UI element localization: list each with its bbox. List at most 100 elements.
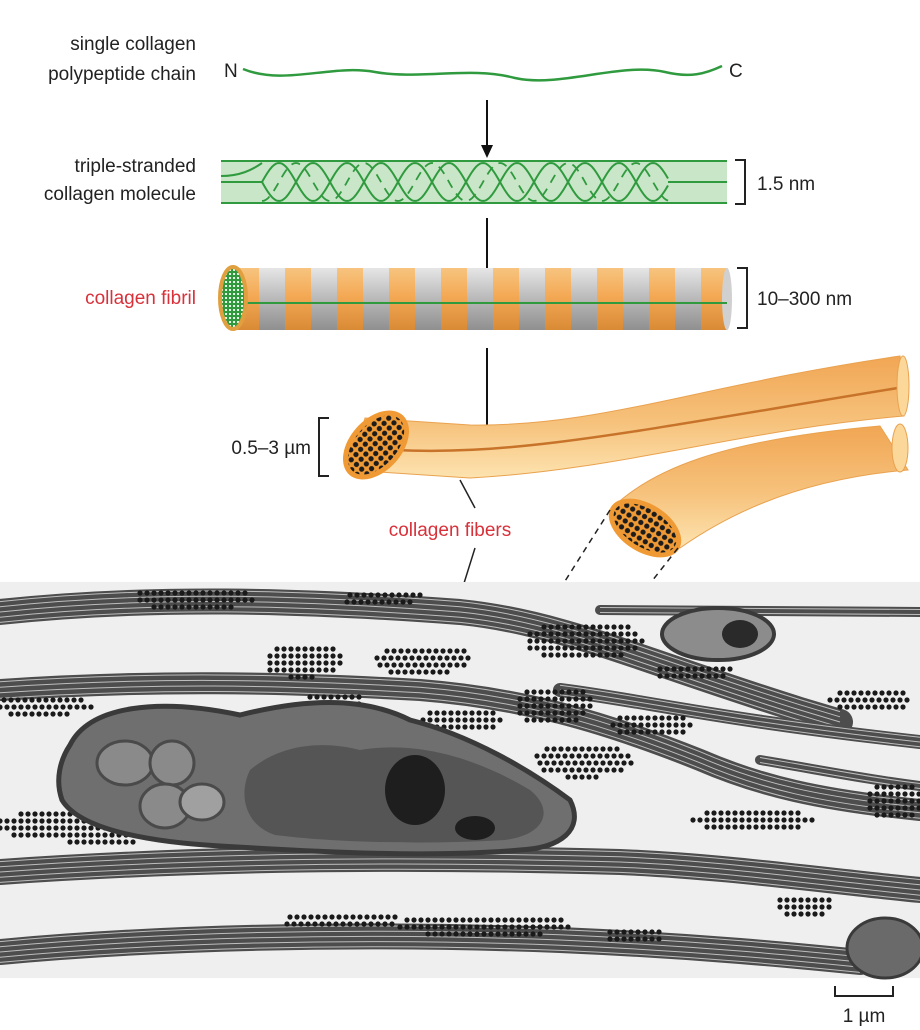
fibril-band <box>415 268 442 330</box>
micrograph-fibril-dot <box>583 645 589 651</box>
micrograph-fibril-dot <box>909 798 915 804</box>
micrograph-fibril-dot <box>579 746 585 752</box>
micrograph-fibril-dot <box>635 929 641 935</box>
micrograph-fibril-dot <box>874 812 880 818</box>
micrograph-fibril-dot <box>590 753 596 759</box>
fibril-band <box>493 268 520 330</box>
fibril-band <box>389 268 416 330</box>
micrograph-fibril-dot <box>434 710 440 716</box>
micrograph-fibril-dot <box>795 817 801 823</box>
micrograph-fibril-dot <box>900 690 906 696</box>
micrograph-fibril-dot <box>364 914 370 920</box>
micrograph-fibril-dot <box>295 660 301 666</box>
micrograph-fibril-dot <box>50 697 56 703</box>
micrograph-fibril-dot <box>395 669 401 675</box>
micrograph-fibril-dot <box>551 917 557 923</box>
micrograph-fibril-dot <box>29 697 35 703</box>
micrograph-fibril-dot <box>18 832 24 838</box>
micrograph-fibril-dot <box>388 655 394 661</box>
micrograph-fibril-dot <box>375 921 381 927</box>
micrograph-fibril-dot <box>336 914 342 920</box>
micrograph-fibril-dot <box>784 911 790 917</box>
micrograph-fibril-dot <box>193 604 199 610</box>
micrograph-fibril-dot <box>597 638 603 644</box>
molecule-size-bracket <box>735 159 746 205</box>
micrograph-fibril-dot <box>617 729 623 735</box>
micrograph-fibril-dot <box>888 805 894 811</box>
micrograph-fibril-dot <box>590 631 596 637</box>
micrograph-fibril-dot <box>60 825 66 831</box>
micrograph-fibril-dot <box>172 590 178 596</box>
micrograph-fibril-dot <box>517 696 523 702</box>
micrograph-fibril-dot <box>372 599 378 605</box>
micrograph-fibril-dot <box>354 921 360 927</box>
micrograph-fibril-dot <box>453 931 459 937</box>
micrograph-fibril-dot <box>746 810 752 816</box>
micrograph-fibril-dot <box>611 652 617 658</box>
micrograph-fibril-dot <box>523 931 529 937</box>
micrograph-fibril-dot <box>298 921 304 927</box>
micrograph-fibril-dot <box>165 590 171 596</box>
micrograph-fibril-dot <box>524 703 530 709</box>
micrograph-fibril-dot <box>81 704 87 710</box>
micrograph-fibril-dot <box>488 917 494 923</box>
micrograph-fibril-dot <box>302 667 308 673</box>
micrograph-fibril-dot <box>555 652 561 658</box>
micrograph-fibril-dot <box>645 729 651 735</box>
micrograph-fibril-dot <box>302 674 308 680</box>
micrograph-fibril-dot <box>713 673 719 679</box>
micrograph-fibril-dot <box>687 722 693 728</box>
micrograph-fibril-dot <box>102 839 108 845</box>
micrograph-fibril-dot <box>469 710 475 716</box>
micrograph-fibril-dot <box>583 638 589 644</box>
micrograph-fibril-dot <box>548 624 554 630</box>
fibril-size-bracket <box>737 267 748 329</box>
micrograph-fibril-dot <box>900 704 906 710</box>
micrograph-fibril-dot <box>288 646 294 652</box>
micrograph-fibril-dot <box>537 924 543 930</box>
micrograph-fibril-dot <box>580 696 586 702</box>
micrograph-fibril-dot <box>893 704 899 710</box>
micrograph-fibril-dot <box>593 760 599 766</box>
micrograph-fiber-bundles <box>0 588 920 975</box>
micrograph-fibril-dot <box>576 645 582 651</box>
micrograph-fibril-dot <box>67 818 73 824</box>
micrograph-fibril-dot <box>267 660 273 666</box>
micrograph-fibril-dot <box>186 604 192 610</box>
micrograph-fibril-dot <box>784 897 790 903</box>
micrograph-fibril-dot <box>798 904 804 910</box>
micrograph-fibril-dot <box>566 717 572 723</box>
micrograph-fibril-dot <box>411 917 417 923</box>
micrograph-fibril-dot <box>88 832 94 838</box>
micrograph-fibril-dot <box>441 717 447 723</box>
micrograph-fibril-dot <box>881 805 887 811</box>
micrograph-fibril-dot <box>43 711 49 717</box>
micrograph-fibril-dot <box>60 832 66 838</box>
micrograph-fibril-dot <box>335 694 341 700</box>
micrograph-fibril-dot <box>448 724 454 730</box>
micrograph-fibril-dot <box>659 715 665 721</box>
micrograph-fibril-dot <box>534 753 540 759</box>
micrograph-fibril-dot <box>611 753 617 759</box>
micrograph-fibril-dot <box>725 810 731 816</box>
micrograph-fibril-dot <box>713 666 719 672</box>
micrograph-fibril-dot <box>916 798 920 804</box>
micrograph-fibril-dot <box>545 696 551 702</box>
micrograph-fibril-dot <box>642 929 648 935</box>
micrograph-fibril-dot <box>460 917 466 923</box>
micrograph-fibril-dot <box>221 597 227 603</box>
micrograph-fibril-dot <box>295 646 301 652</box>
micrograph-fibril-dot <box>193 590 199 596</box>
micrograph-fibril-dot <box>467 924 473 930</box>
micrograph-fibril-dot <box>819 904 825 910</box>
micrograph-fibril-dot <box>819 897 825 903</box>
micrograph-fibril-dot <box>235 590 241 596</box>
micrograph-fibril-dot <box>774 810 780 816</box>
micrograph-fiber-striation <box>0 674 920 803</box>
micrograph-fibril-dot <box>727 666 733 672</box>
micrograph-fibril-dot <box>502 924 508 930</box>
micrograph-fibril-dot <box>302 653 308 659</box>
micrograph-fibril-dot <box>718 810 724 816</box>
micrograph-fibril-dot <box>534 638 540 644</box>
micrograph-fibril-dot <box>284 921 290 927</box>
